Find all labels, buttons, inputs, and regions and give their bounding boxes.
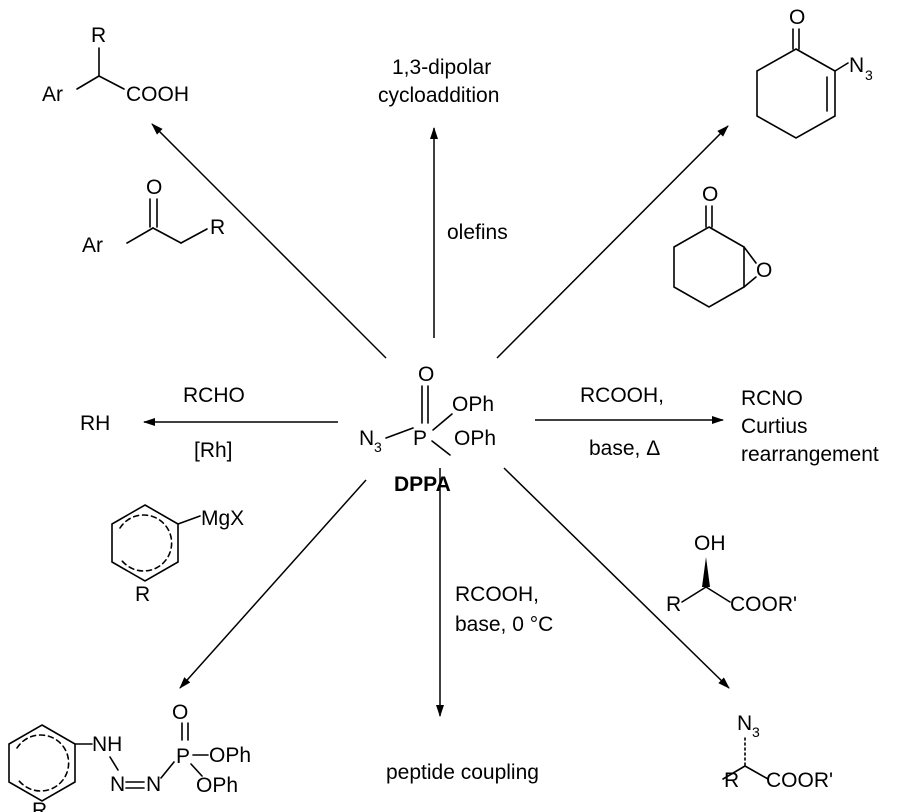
svg-text:N: N xyxy=(110,773,125,796)
svg-text:O: O xyxy=(146,176,162,199)
svg-text:COOH: COOH xyxy=(126,83,189,106)
svg-text:R: R xyxy=(210,216,225,239)
right-product-line2: Curtius xyxy=(741,415,808,438)
svg-text:R: R xyxy=(135,583,150,606)
svg-text:O: O xyxy=(756,259,772,282)
svg-text:NH: NH xyxy=(92,733,122,756)
bottom-left-reagent: MgX R xyxy=(111,504,244,606)
svg-text:O: O xyxy=(172,701,188,724)
left-condition-below: [Rh] xyxy=(194,439,233,462)
svg-text:3: 3 xyxy=(865,67,873,83)
svg-text:Ar: Ar xyxy=(42,83,63,106)
top-product-line2: cycloaddition xyxy=(378,84,499,107)
dppa-o-top: O xyxy=(418,363,434,386)
bottom-right-product: N 3 R COOR' xyxy=(722,712,833,792)
svg-text:COOR': COOR' xyxy=(730,593,797,616)
right-product-line1: RCNO xyxy=(741,387,803,410)
svg-text:O: O xyxy=(702,183,718,206)
svg-text:OPh: OPh xyxy=(196,774,238,797)
arrow-bottom-right xyxy=(503,467,730,689)
top-product-line1: 1,3-dipolar xyxy=(392,56,491,79)
dppa-n: N xyxy=(359,427,374,450)
top-right-reagent: O O xyxy=(673,183,772,308)
left-product: RH xyxy=(80,412,110,435)
top-left-reagent: O Ar R xyxy=(82,176,225,257)
svg-text:R: R xyxy=(91,24,106,47)
dppa-oph-lower: OPh xyxy=(454,427,496,450)
bottom-left-product: R NH N N P O OPh OPh xyxy=(8,701,251,812)
top-left-product: R Ar COOH xyxy=(42,24,189,106)
svg-text:N: N xyxy=(737,712,752,735)
dppa-molecule: N 3 P O OPh OPh DPPA xyxy=(359,363,496,496)
svg-text:R: R xyxy=(666,593,681,616)
svg-text:R: R xyxy=(724,769,739,792)
reaction-arrows xyxy=(143,123,730,717)
svg-text:3: 3 xyxy=(752,724,760,740)
arrow-bottom-left xyxy=(179,479,367,689)
svg-text:N: N xyxy=(849,54,864,77)
svg-text:N: N xyxy=(146,773,161,796)
svg-text:P: P xyxy=(176,745,190,768)
svg-text:R: R xyxy=(32,799,47,812)
svg-text:O: O xyxy=(789,6,805,29)
dppa-n-subscript: 3 xyxy=(374,439,382,455)
dppa-oph-upper: OPh xyxy=(452,393,494,416)
svg-text:OH: OH xyxy=(694,532,726,555)
arrow-top-right xyxy=(496,125,729,359)
top-condition: olefins xyxy=(447,221,508,244)
svg-text:MgX: MgX xyxy=(201,507,244,530)
right-condition-above: RCOOH, xyxy=(580,384,664,407)
right-condition-below: base, Δ xyxy=(589,437,660,460)
arrow-top-left xyxy=(151,123,387,359)
dppa-p: P xyxy=(413,427,427,450)
svg-text:Ar: Ar xyxy=(82,234,103,257)
bottom-product: peptide coupling xyxy=(386,761,539,784)
left-condition-above: RCHO xyxy=(183,384,245,407)
dppa-label: DPPA xyxy=(394,473,451,496)
bottom-condition-line1: RCOOH, xyxy=(455,583,539,606)
top-right-product: O N 3 xyxy=(756,6,873,139)
right-product-line3: rearrangement xyxy=(741,443,879,466)
bottom-condition-line2: base, 0 °C xyxy=(455,613,553,636)
svg-text:COOR': COOR' xyxy=(766,769,833,792)
bottom-right-reagent: OH R COOR' xyxy=(666,532,797,616)
svg-text:OPh: OPh xyxy=(209,744,251,767)
